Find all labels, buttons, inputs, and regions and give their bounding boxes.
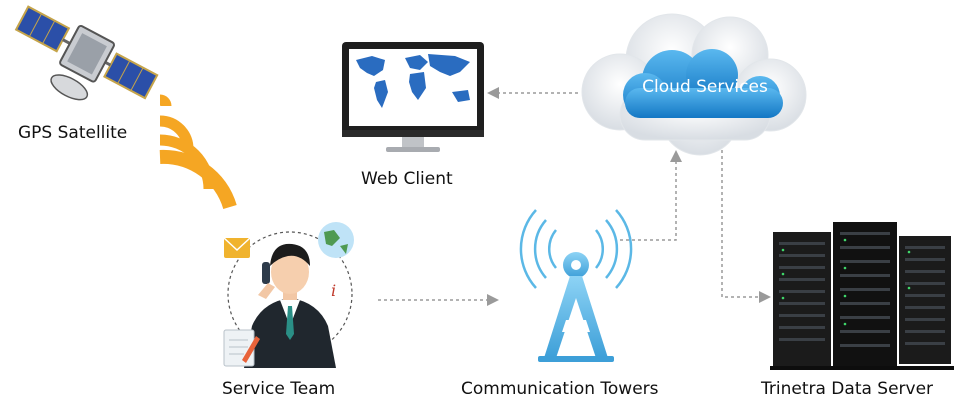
tower-icon [519,209,633,362]
service-person-icon: i [223,222,354,368]
cloud-services-label: Cloud Services [642,77,768,97]
connector-cloud-to-server [721,150,771,303]
signal-waves-icon [159,94,237,210]
notepad-icon [223,329,260,367]
satellite-icon [14,5,159,101]
connector-tower-to-cloud [620,150,682,241]
globe-icon [318,222,354,258]
monitor-icon [342,42,484,152]
cloud-icon [581,13,807,156]
info-glyph: i [331,281,336,300]
connectors [378,87,771,306]
gps-satellite-label: GPS Satellite [18,123,128,143]
web-client-label: Web Client [361,169,453,189]
mail-icon [223,237,251,258]
communication-towers-label: Communication Towers [461,379,659,399]
data-server-label: Trinetra Data Server [761,379,934,399]
server-rack-icon [770,222,954,370]
service-team-label: Service Team [222,379,336,399]
